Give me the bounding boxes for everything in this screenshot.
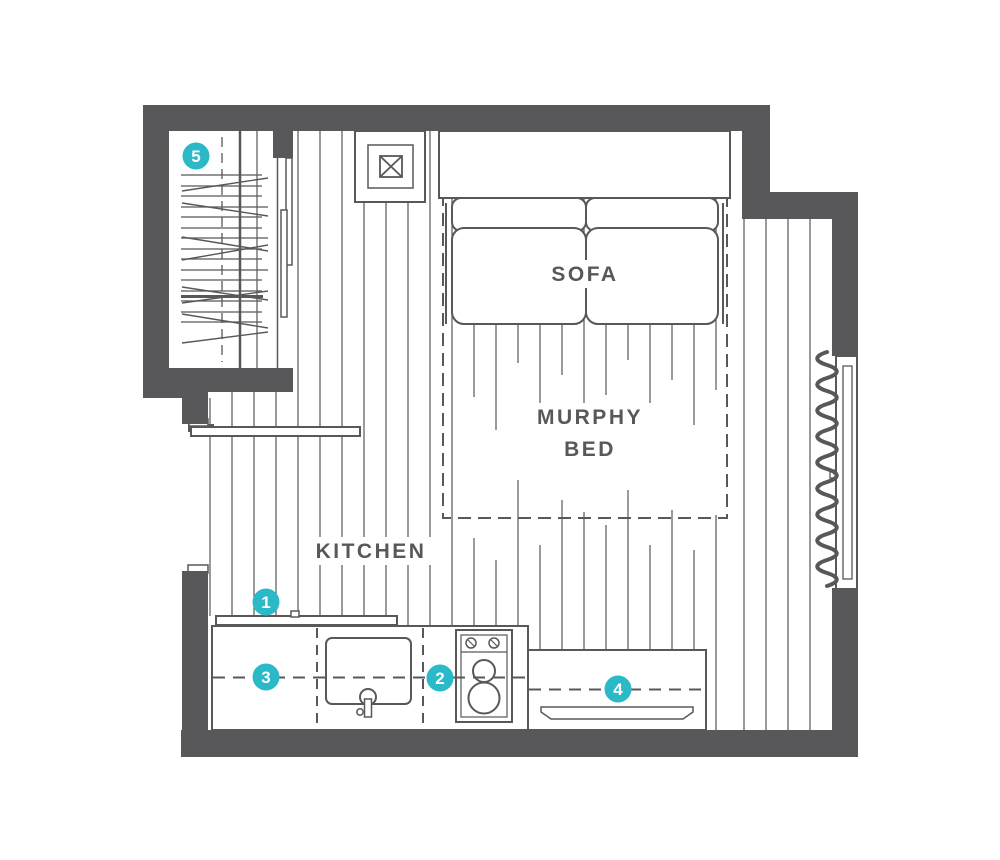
sofa-label-bg	[545, 260, 625, 288]
closet	[181, 131, 293, 368]
counter-backsplash	[215, 615, 398, 626]
marker-3: 3	[252, 663, 280, 691]
closet-hangers	[181, 174, 269, 344]
wall-step-horizontal	[742, 192, 858, 219]
curtain-squiggle	[815, 350, 839, 588]
stove-burner-small	[472, 659, 496, 683]
shaft-fixture	[354, 130, 426, 203]
wall-jamb-lower	[182, 571, 208, 730]
closet-sliding-door-2	[280, 209, 288, 318]
sofa	[445, 197, 724, 325]
wall-left	[143, 105, 169, 398]
stove	[455, 629, 513, 723]
wall-jamb-upper	[182, 390, 208, 424]
wall-closet-bottom	[143, 368, 293, 392]
door-leaf	[190, 426, 361, 437]
wall-right-upper	[832, 219, 858, 356]
wall-jamb-bridge	[169, 390, 182, 398]
marker-1: 1	[252, 588, 280, 616]
murphy-label-bg-2	[562, 435, 618, 462]
wall-top	[143, 105, 770, 131]
murphy-bed-label-line2: BED	[564, 438, 616, 461]
marker-4: 4	[604, 675, 632, 703]
marker-1-number: 1	[261, 593, 270, 612]
faucet-spout	[363, 698, 373, 718]
faucet-handle	[356, 708, 364, 716]
sofa-label: SOFA	[551, 263, 618, 286]
murphy-bed-label-line1: MURPHY	[537, 406, 643, 429]
markers: 1 2 3 4 5	[182, 142, 632, 703]
wall-right-lower	[832, 588, 858, 730]
murphy-label-bg-1	[527, 403, 651, 430]
counter-notch	[290, 610, 300, 618]
stove-burner-large	[467, 681, 501, 715]
marker-5-number: 5	[191, 147, 200, 166]
wall-step-vertical	[742, 131, 770, 192]
window-glazing	[842, 365, 853, 580]
kitchen-label-bg	[308, 537, 434, 565]
kitchen-label: KITCHEN	[316, 540, 427, 563]
marker-3-number: 3	[261, 668, 270, 687]
marker-2: 2	[426, 664, 454, 692]
marker-5: 5	[182, 142, 210, 170]
murphy-bed-cabinet	[438, 130, 731, 199]
walls	[143, 105, 858, 757]
sideboard-tray	[540, 706, 694, 720]
marker-4-number: 4	[613, 680, 623, 699]
sofa-back-cushion-right	[585, 197, 719, 232]
wall-bottom	[181, 730, 858, 757]
wall-closet-door-stub	[273, 131, 293, 158]
window	[829, 355, 858, 590]
murphy-bed-outline	[442, 133, 728, 519]
sofa-back-cushion-left	[451, 197, 587, 232]
room-labels: SOFA MURPHY BED KITCHEN	[308, 260, 651, 565]
kitchen-sink	[325, 637, 412, 718]
marker-2-number: 2	[435, 669, 444, 688]
